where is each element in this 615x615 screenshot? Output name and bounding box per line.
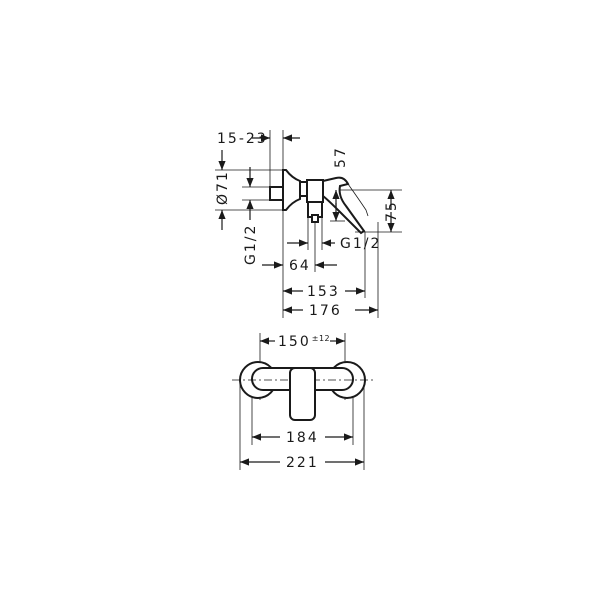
- dim-lever-depth: 153: [307, 284, 340, 300]
- dim-total-width: 221: [286, 455, 319, 471]
- outlet: [311, 214, 319, 223]
- dim-centres: 150±12: [278, 334, 330, 350]
- dim-rosette-diameter: Ø71: [215, 170, 231, 205]
- dim-body-width: 184: [286, 430, 319, 446]
- front-view: 150±12 184 221: [232, 333, 374, 471]
- lever-front: [289, 367, 316, 421]
- dim-outlet-thread: G1/2: [340, 236, 381, 252]
- dim-total-depth: 176: [309, 303, 342, 319]
- dim-wall-depth: 15-23: [217, 131, 268, 147]
- lever-handle: [322, 176, 366, 235]
- dim-outlet-offset: 64: [289, 258, 311, 274]
- connector-nut: [299, 181, 308, 197]
- dim-inlet-thread: G1/2: [243, 224, 259, 265]
- rosette: [282, 169, 301, 211]
- dim-lever-height: 57: [333, 146, 349, 168]
- dim-spout-height: 75: [384, 200, 400, 222]
- pipe-stub: [269, 186, 284, 201]
- mixer-body: [306, 179, 324, 203]
- side-view: 15-23 Ø71 G1/2 57 75 G1/2 64 153 176: [215, 130, 402, 319]
